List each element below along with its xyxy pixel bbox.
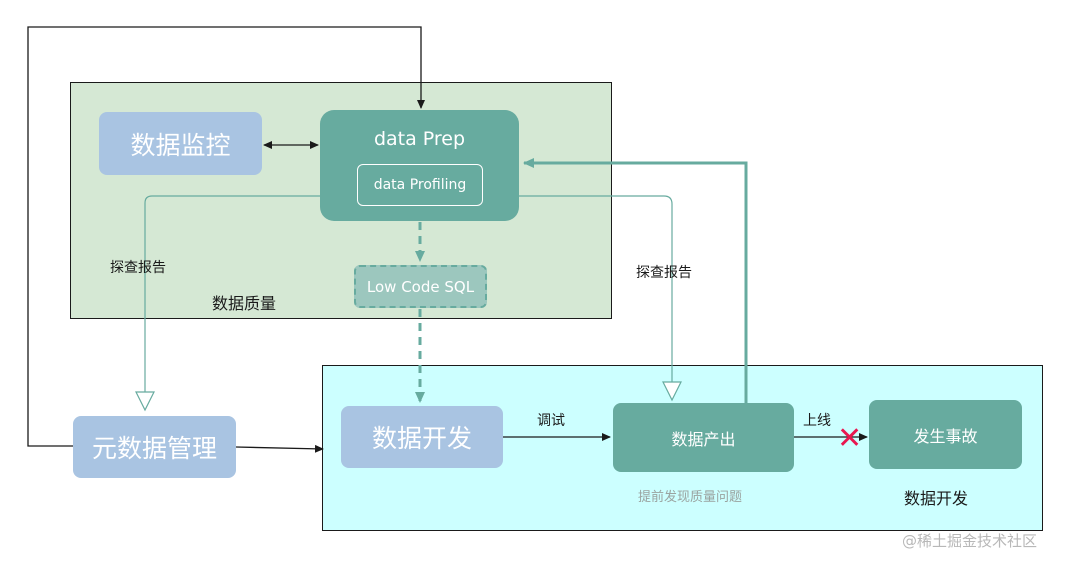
data-output-box[interactable]: 数据产出	[613, 403, 794, 472]
report-left-arrow	[144, 195, 320, 392]
go-live-label: 上线	[803, 413, 831, 429]
data-dev-label: 数据开发	[371, 424, 472, 453]
low-code-sql-box[interactable]: Low Code SQL	[354, 265, 487, 308]
data-monitor-box[interactable]: 数据监控	[99, 112, 262, 175]
metadata-to-dev-arrow	[235, 444, 324, 453]
incident-box[interactable]: 发生事故	[869, 400, 1022, 469]
metadata-to-prep-loop	[27, 26, 425, 447]
incident-label: 发生事故	[913, 426, 978, 446]
blocked-cross-icon: ✕	[837, 421, 863, 456]
data-profiling-box[interactable]: data Profiling	[357, 164, 483, 206]
data-profiling-label: data Profiling	[373, 177, 467, 193]
data-dev-box[interactable]: 数据开发	[341, 406, 503, 468]
data-prep-box[interactable]: data Prep data Profiling	[320, 110, 519, 221]
report-right-arrow	[518, 195, 673, 382]
metadata-management-label: 元数据管理	[91, 434, 217, 463]
data-output-label: 数据产出	[671, 429, 736, 449]
report-left-label: 探查报告	[110, 260, 166, 276]
report-left-arrowhead	[135, 391, 155, 412]
early-detect-label: 提前发现质量问题	[638, 490, 743, 505]
data-prep-label: data Prep	[373, 128, 466, 150]
output-to-prep-feedback	[523, 158, 748, 404]
report-right-arrowhead	[662, 381, 682, 402]
report-right-label: 探查报告	[636, 265, 692, 281]
data-monitor-label: 数据监控	[130, 130, 231, 160]
low-code-sql-label: Low Code SQL	[366, 277, 475, 296]
data-dev-group-label: 数据开发	[904, 489, 969, 508]
data-quality-group-label: 数据质量	[212, 294, 277, 313]
debug-label: 调试	[537, 413, 565, 429]
metadata-management-box[interactable]: 元数据管理	[73, 416, 236, 478]
watermark: @稀土掘金技术社区	[902, 532, 1038, 550]
